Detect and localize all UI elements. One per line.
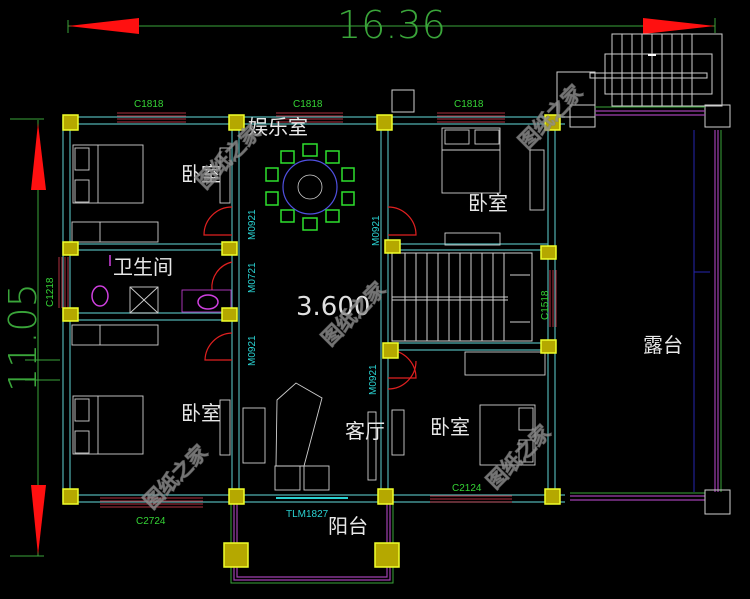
tv-cabinet (367, 411, 377, 481)
door-label-d4: M0921 (247, 335, 258, 366)
tv-se (391, 409, 405, 456)
window-top-left (117, 112, 186, 123)
toilet-icon (91, 285, 109, 307)
coffee-table (275, 382, 323, 467)
interior-stair (391, 252, 533, 342)
depth-dimension-label: 11.05 (1, 283, 45, 392)
sofa (242, 407, 266, 464)
windows (58, 112, 557, 508)
door-label-d1: M0921 (247, 209, 258, 240)
wardrobe-ne (529, 149, 545, 211)
columns (62, 114, 561, 568)
window-label-stair-east: C1518 (540, 290, 551, 320)
room-terrace: 露台 (643, 333, 683, 357)
round-table (265, 143, 355, 231)
door-label-d2: M0921 (371, 215, 382, 246)
up-arrow-icon (31, 123, 46, 190)
room-bathroom: 卫生间 (113, 255, 173, 279)
bed-ne (441, 127, 501, 194)
door-label-d3: M0721 (247, 262, 258, 293)
armchairs (274, 465, 330, 491)
depth-dimension (10, 118, 60, 557)
bath-fixtures (91, 255, 232, 313)
room-living: 客厅 (345, 419, 385, 443)
window-label-top-center: C1818 (293, 99, 323, 110)
window-bottom-right (430, 495, 512, 503)
window-top-center (276, 112, 343, 123)
window-label-bottom-right: C2124 (452, 483, 482, 494)
window-bottom-left (100, 497, 203, 508)
window-label-top-left: C1818 (134, 99, 164, 110)
furniture (71, 127, 546, 491)
bed-se (479, 404, 536, 466)
right-arrow-icon (643, 18, 715, 34)
left-arrow-icon (68, 18, 139, 34)
exterior-stair (556, 33, 731, 128)
bed-nw (72, 144, 144, 204)
shower (129, 286, 159, 314)
wardrobe-se (464, 351, 546, 376)
room-entertainment: 娱乐室 (248, 115, 308, 139)
window-label-bottom-left: C2724 (136, 516, 166, 527)
desk-sw (219, 399, 231, 456)
door-label-balcony: TLM1827 (286, 509, 329, 520)
window-bath-west (58, 257, 69, 308)
chairs (265, 143, 355, 231)
room-bedroom-ne: 卧室 (468, 191, 508, 215)
door-label-d5: M0921 (368, 364, 379, 395)
down-arrow-icon (31, 485, 46, 555)
terrace-railing (570, 106, 731, 515)
floor-level-label: 3.600 (296, 292, 371, 322)
window-label-bath-west: C1218 (45, 277, 56, 307)
window-label-top-right: C1818 (454, 99, 484, 110)
window-top-right (437, 112, 505, 123)
width-dimension-label: 16.36 (337, 3, 446, 47)
wardrobe-sw (71, 324, 159, 346)
window-stair-east (549, 270, 557, 327)
room-balcony: 阳台 (328, 514, 368, 538)
bed-sw (72, 395, 144, 455)
width-dimension (67, 18, 716, 34)
room-bedroom-nw: 卧室 (181, 162, 221, 186)
tv-ne (444, 232, 501, 246)
wardrobe-nw (71, 221, 159, 243)
room-bedroom-se: 卧室 (430, 415, 470, 439)
shaft (391, 89, 415, 113)
desk-nw (219, 147, 231, 204)
room-bedroom-sw: 卧室 (181, 401, 221, 425)
sink-icon (197, 294, 219, 310)
